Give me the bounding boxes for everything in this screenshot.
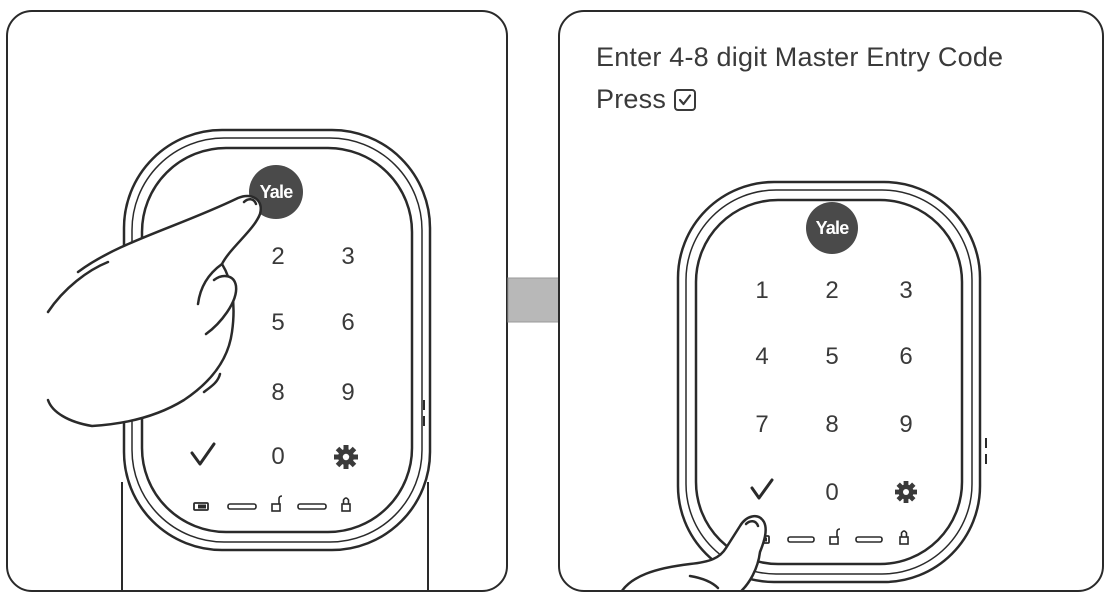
- key-4[interactable]: 4: [755, 343, 768, 370]
- locked-padlock-icon: [899, 530, 909, 545]
- key-0[interactable]: 0: [825, 479, 838, 506]
- gear-icon[interactable]: [334, 445, 358, 469]
- logo-text: Yale: [260, 182, 294, 202]
- step-panel-right: Enter 4-8 digit Master Entry Code Press …: [558, 10, 1104, 592]
- check-icon[interactable]: [190, 442, 216, 466]
- instruction-line-2: Press: [596, 84, 697, 115]
- keypad-lock-illustration-right: Yale 1 2 3 4 5 6 7 8 9 0: [621, 180, 987, 590]
- gear-icon[interactable]: [895, 481, 917, 503]
- locked-padlock-icon: [341, 497, 351, 512]
- key-8[interactable]: 8: [271, 379, 284, 406]
- key-6[interactable]: 6: [899, 343, 912, 370]
- yale-logo[interactable]: Yale: [249, 165, 303, 219]
- status-indicator-row: [193, 495, 351, 512]
- lock-keypad-face: [694, 198, 964, 566]
- key-5[interactable]: 5: [271, 309, 284, 336]
- lock-housing-rim: [685, 189, 973, 575]
- hand-pointing-icon: [46, 194, 263, 428]
- unlocked-padlock-icon: [829, 528, 841, 545]
- key-2[interactable]: 2: [825, 277, 838, 304]
- logo-text: Yale: [816, 218, 850, 238]
- key-5[interactable]: 5: [825, 343, 838, 370]
- check-icon: [674, 89, 697, 111]
- battery-icon: [193, 502, 209, 511]
- key-2[interactable]: 2: [271, 243, 284, 270]
- key-3[interactable]: 3: [341, 243, 354, 270]
- key-0[interactable]: 0: [271, 443, 284, 470]
- unlocked-padlock-icon: [271, 495, 283, 512]
- key-9[interactable]: 9: [341, 379, 354, 406]
- key-3[interactable]: 3: [899, 277, 912, 304]
- key-9[interactable]: 9: [899, 411, 912, 438]
- hand-pointing-icon: [621, 514, 767, 590]
- key-8[interactable]: 8: [825, 411, 838, 438]
- yale-logo[interactable]: Yale: [806, 202, 858, 254]
- check-icon[interactable]: [750, 478, 774, 500]
- instruction-line-1: Enter 4-8 digit Master Entry Code: [596, 42, 1004, 72]
- instruction-press-text: Press: [596, 84, 667, 114]
- key-6[interactable]: 6: [341, 309, 354, 336]
- key-7[interactable]: 7: [755, 411, 768, 438]
- step-panel-left: Yale 2 3 5 6 8 9 0: [6, 10, 508, 592]
- keypad-lock-illustration-left: Yale 2 3 5 6 8 9 0: [46, 128, 432, 590]
- key-1[interactable]: 1: [755, 277, 768, 304]
